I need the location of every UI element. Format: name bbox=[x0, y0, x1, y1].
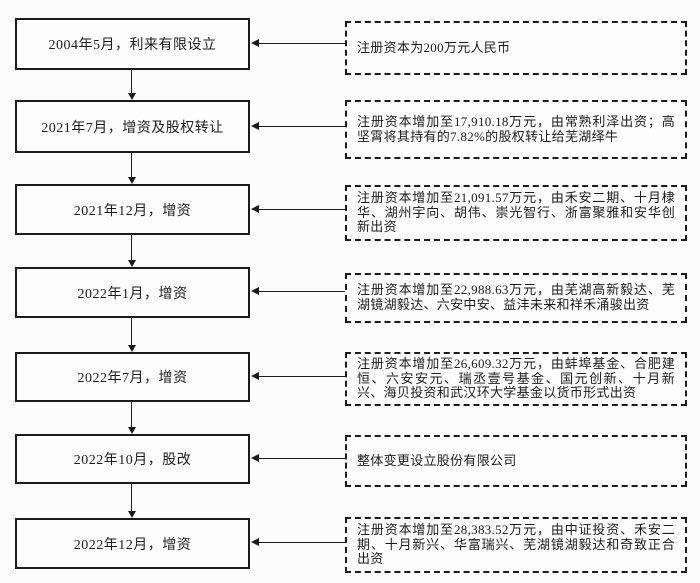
event-box-2022-07: 2022年7月，增资 bbox=[15, 352, 250, 402]
left-arrow-connector bbox=[259, 542, 345, 544]
left-arrow-connector bbox=[259, 126, 345, 128]
detail-box-2022-07: 注册资本增加至26,609.32万元，由蚌埠基金、合肥建恒、六安安元、瑞丞壹号基… bbox=[345, 352, 687, 406]
left-arrow-connector bbox=[259, 291, 345, 293]
detail-box-2021-07: 注册资本增加至17,910.18万元，由常熟利泽出资；高坚霄将其持有的7.82%… bbox=[345, 100, 687, 159]
event-label: 2021年12月，增资 bbox=[73, 203, 192, 219]
detail-box-2022-01: 注册资本增加至22,988.63万元，由芜湖高新毅达、芜湖镜湖毅达、六安中安、益… bbox=[345, 273, 687, 323]
detail-box-2021-12: 注册资本增加至21,091.57万元，由禾安二期、十月棣华、湖州宇向、胡伟、崇光… bbox=[345, 185, 687, 241]
detail-box-2004-05: 注册资本为200万元人民币 bbox=[345, 21, 687, 75]
detail-text: 注册资本增加至28,383.52万元，由中证投资、禾安二期、十月新兴、华富瑞兴、… bbox=[357, 521, 675, 567]
arrowhead-left-icon bbox=[251, 205, 259, 213]
detail-text: 注册资本为200万元人民币 bbox=[357, 39, 511, 55]
event-box-2022-12: 2022年12月，增资 bbox=[15, 518, 250, 569]
arrowhead-down-icon bbox=[128, 93, 136, 100]
arrowhead-down-icon bbox=[128, 511, 136, 518]
arrowhead-left-icon bbox=[251, 372, 259, 380]
detail-box-2022-10: 整体变更设立股份有限公司 bbox=[345, 435, 687, 487]
arrowhead-left-icon bbox=[251, 122, 259, 130]
arrowhead-left-icon bbox=[251, 454, 259, 462]
arrowhead-left-icon bbox=[251, 538, 259, 546]
down-arrow-connector bbox=[131, 484, 133, 511]
event-box-2022-10: 2022年10月，股改 bbox=[15, 434, 250, 484]
detail-text: 注册资本增加至21,091.57万元，由禾安二期、十月棣华、湖州宇向、胡伟、崇光… bbox=[357, 189, 675, 235]
down-arrow-connector bbox=[131, 402, 133, 427]
event-label: 2021年7月，增资及股权转让 bbox=[41, 120, 224, 136]
arrowhead-left-icon bbox=[251, 287, 259, 295]
event-label: 2022年1月，增资 bbox=[77, 286, 188, 302]
detail-text: 整体变更设立股份有限公司 bbox=[357, 452, 517, 468]
event-label: 2022年7月，增资 bbox=[77, 371, 188, 386]
left-arrow-connector bbox=[259, 209, 345, 211]
event-box-2022-01: 2022年1月，增资 bbox=[15, 267, 250, 318]
down-arrow-connector bbox=[131, 235, 133, 260]
arrowhead-down-icon bbox=[128, 177, 136, 184]
arrowhead-down-icon bbox=[128, 260, 136, 267]
detail-text: 注册资本增加至26,609.32万元，由蚌埠基金、合肥建恒、六安安元、瑞丞壹号基… bbox=[357, 355, 675, 401]
event-label: 2022年12月，增资 bbox=[73, 537, 192, 553]
left-arrow-connector bbox=[259, 458, 345, 460]
down-arrow-connector bbox=[131, 318, 133, 345]
event-label: 2004年5月，利来有限设立 bbox=[48, 38, 217, 53]
arrowhead-down-icon bbox=[128, 427, 136, 434]
down-arrow-connector bbox=[131, 70, 133, 93]
event-box-2021-12: 2021年12月，增资 bbox=[15, 184, 250, 235]
detail-box-2022-12: 注册资本增加至28,383.52万元，由中证投资、禾安二期、十月新兴、华富瑞兴、… bbox=[345, 517, 687, 573]
event-box-2021-07: 2021年7月，增资及股权转让 bbox=[15, 100, 250, 153]
arrowhead-down-icon bbox=[128, 345, 136, 352]
left-arrow-connector bbox=[259, 43, 345, 45]
arrowhead-left-icon bbox=[251, 39, 259, 47]
left-arrow-connector bbox=[259, 376, 345, 378]
down-arrow-connector bbox=[131, 153, 133, 177]
event-label: 2022年10月，股改 bbox=[73, 453, 192, 468]
detail-text: 注册资本增加至17,910.18万元，由常熟利泽出资；高坚霄将其持有的7.82%… bbox=[357, 113, 675, 144]
detail-text: 注册资本增加至22,988.63万元，由芜湖高新毅达、芜湖镜湖毅达、六安中安、益… bbox=[357, 282, 675, 312]
event-box-2004-05: 2004年5月，利来有限设立 bbox=[15, 18, 250, 70]
